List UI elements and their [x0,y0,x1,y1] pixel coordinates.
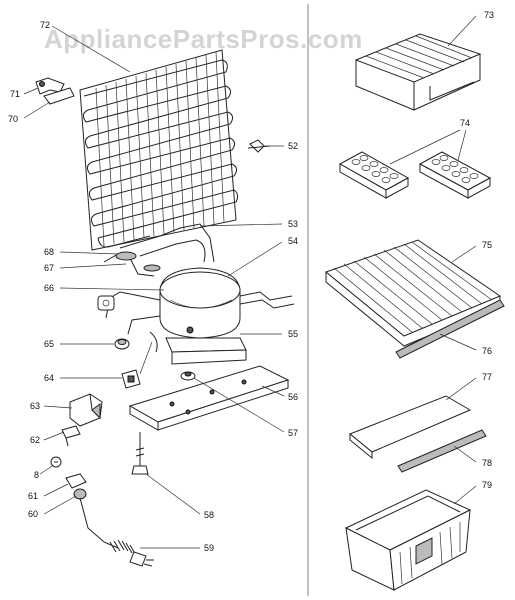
mount-washer [180,371,196,381]
callout-57: 57 [288,428,298,438]
leader-62 [43,431,65,441]
leader-70 [23,101,51,119]
leader-63 [43,405,73,409]
callout-52: 52 [288,141,298,151]
leader-60 [43,495,77,515]
callout-62: 62 [30,435,40,445]
callout-67: 67 [44,263,54,273]
callout-55: 55 [288,329,298,339]
leader-75 [451,245,477,263]
start-relay [121,341,153,389]
callout-65: 65 [44,339,54,349]
leader-71 [23,87,39,95]
leader-8 [39,465,53,475]
leader-66 [59,287,165,291]
watermark: AppliancePartsPros.com [44,24,363,54]
callout-58: 58 [204,510,214,520]
callout-53: 53 [288,219,298,229]
leader-73 [447,15,477,47]
condenser-coil [79,49,239,251]
callout-72: 72 [40,20,50,30]
callout-64: 64 [44,373,54,383]
callout-63: 63 [30,401,40,411]
leader-54 [227,241,283,277]
callout-78: 78 [482,458,492,468]
freezer-wire-shelf [354,33,482,111]
leader-76 [439,333,477,351]
ice-cube-tray-left [338,151,410,199]
leader-74a [389,129,461,165]
callout-70: 70 [8,114,18,124]
leader-56 [261,385,285,397]
callout-74: 74 [460,118,470,128]
callout-59: 59 [204,543,214,553]
glass-shelf-trim [397,429,487,473]
leader-72 [51,25,131,73]
callout-66: 66 [44,283,54,293]
leader-74b [457,129,467,161]
leader-79 [453,485,477,505]
refrigerator-wire-shelf [324,239,502,347]
leader-68 [59,251,119,255]
overload-protector [69,393,103,427]
terminal-screw [50,456,62,468]
mounting-bolt [131,432,149,475]
callout-76: 76 [482,346,492,356]
leader-53 [199,223,283,227]
callout-56: 56 [288,392,298,402]
glass-shelf [349,395,472,460]
leader-57 [193,377,285,433]
mounting-clip [35,77,75,105]
callout-68: 68 [44,247,54,257]
base-plate [128,365,290,431]
callout-8: 8 [34,470,39,480]
refrigerant-tubing [103,223,215,277]
cord-strain-relief [65,473,87,500]
compressor [97,267,295,339]
leader-58 [145,473,201,515]
leader-67 [59,263,127,269]
compressor-mount [149,326,247,365]
overload-clip [61,425,81,447]
callout-75: 75 [482,240,492,250]
grommet [114,338,130,350]
leader-78 [453,445,477,463]
callout-77: 77 [482,372,492,382]
leader-77 [445,377,477,401]
callout-79: 79 [482,480,492,490]
shelf-trim [395,299,505,359]
callout-54: 54 [288,236,298,246]
power-cord [79,497,154,567]
callout-61: 61 [28,491,38,501]
callout-73: 73 [484,10,494,20]
leader-61 [43,483,69,497]
callout-71: 71 [10,89,20,99]
crisper-drawer [344,489,472,591]
ice-cube-tray-right [418,151,492,199]
callout-60: 60 [28,509,38,519]
